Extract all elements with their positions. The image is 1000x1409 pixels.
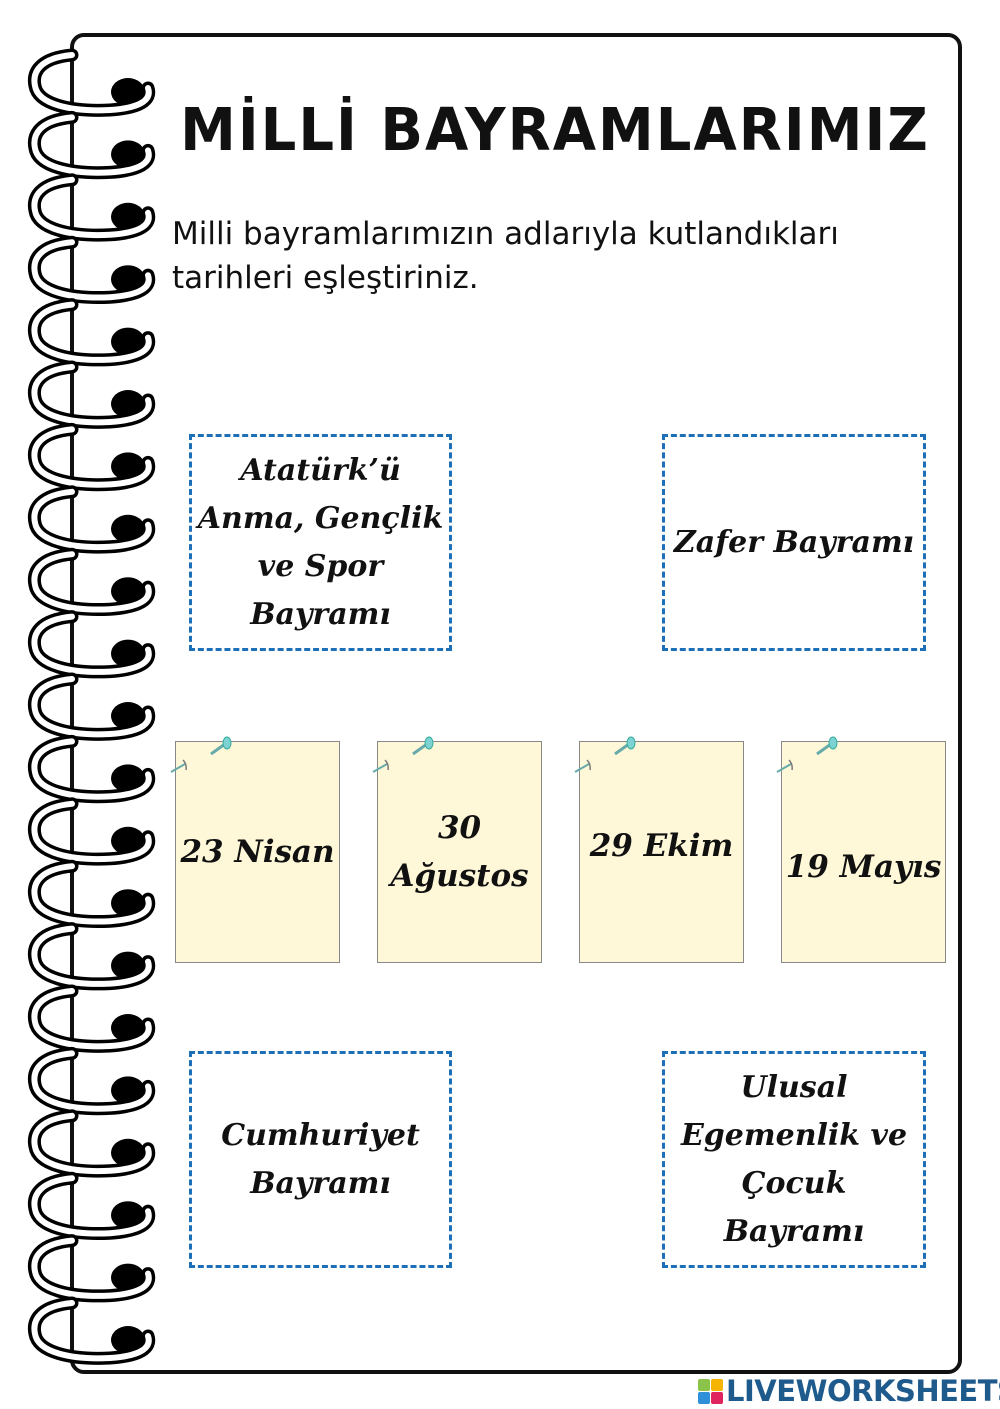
spiral-ring — [27, 422, 156, 492]
spiral-ring — [27, 984, 156, 1053]
page-title: MİLLİ BAYRAMLARIMIZ — [180, 96, 930, 165]
date-note-label: 30 Ağustos — [390, 810, 529, 894]
date-note-1[interactable]: 23 Nisan — [175, 741, 340, 963]
drop-box-3[interactable]: Cumhuriyet Bayramı — [189, 1051, 452, 1268]
date-note-label: 29 Ekim — [589, 828, 734, 864]
drop-box-1[interactable]: Atatürk’ü Anma, Gençlik ve Spor Bayramı — [189, 434, 452, 651]
drop-box-label: Ulusal Egemenlik ve Çocuk Bayramı — [680, 1069, 908, 1249]
spiral-ring — [27, 235, 156, 304]
spiral-ring — [27, 672, 156, 741]
spiral-ring — [27, 1296, 156, 1365]
pushpin-icon — [170, 736, 232, 773]
spiral-ring — [27, 922, 156, 991]
spiral-ring — [27, 547, 156, 616]
spiral-ring — [27, 859, 156, 928]
spiral-ring — [27, 797, 156, 866]
spiral-binding-icon — [27, 48, 156, 1365]
spiral-ring — [27, 1171, 156, 1240]
date-note-4[interactable]: 19 Mayıs — [781, 741, 946, 963]
liveworksheets-logo: LIVEWORKSHEETS — [698, 1374, 1000, 1408]
date-note-label: 23 Nisan — [180, 834, 335, 870]
drop-box-label: Zafer Bayramı — [673, 524, 915, 560]
spiral-ring — [27, 1046, 156, 1116]
drop-box-label: Cumhuriyet Bayramı — [221, 1117, 420, 1201]
spiral-ring — [27, 110, 156, 180]
spiral-ring — [27, 485, 156, 554]
drop-box-4[interactable]: Ulusal Egemenlik ve Çocuk Bayramı — [662, 1051, 926, 1268]
spiral-ring — [27, 1109, 156, 1178]
notebook-sheet — [70, 33, 962, 1374]
spiral-ring — [27, 610, 156, 679]
spiral-ring — [27, 173, 156, 242]
pushpin-icon — [372, 736, 434, 773]
date-note-label: 19 Mayıs — [785, 849, 942, 885]
spiral-ring — [27, 734, 156, 804]
date-note-3[interactable]: 29 Ekim — [579, 741, 744, 963]
instruction-text: Milli bayramlarımızın adlarıyla kutlandı… — [172, 216, 839, 296]
brand-name: LIVEWORKSHEETS — [726, 1374, 1000, 1408]
drop-box-2[interactable]: Zafer Bayramı — [662, 434, 926, 651]
spiral-ring — [27, 360, 156, 429]
spiral-ring — [27, 1234, 156, 1303]
spiral-ring — [27, 298, 156, 367]
live-logo-icon — [698, 1378, 723, 1404]
date-note-2[interactable]: 30 Ağustos — [377, 741, 542, 963]
pushpin-icon — [776, 736, 838, 773]
pushpin-icon — [574, 736, 636, 773]
drop-box-label: Atatürk’ü Anma, Gençlik ve Spor Bayramı — [197, 452, 444, 632]
spiral-ring — [27, 48, 156, 117]
